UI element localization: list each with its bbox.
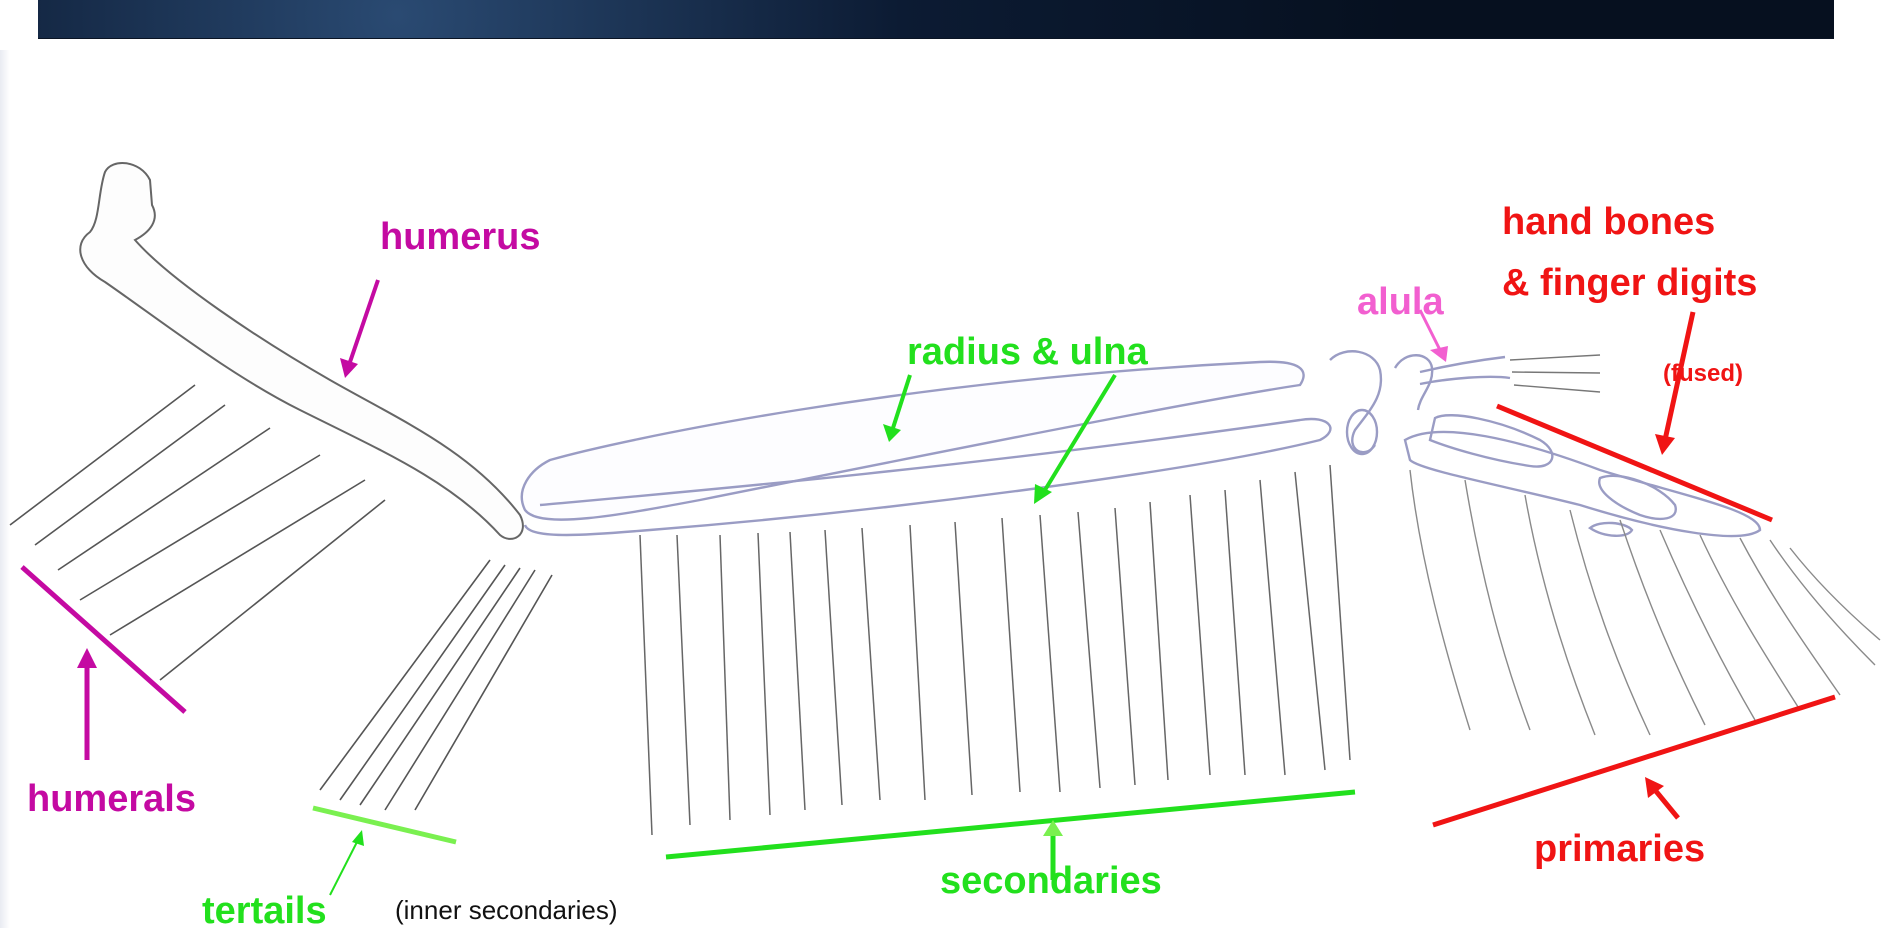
humerus-label: humerus	[380, 218, 540, 256]
tertails-label: tertails	[202, 892, 327, 930]
humerals-bracket	[22, 567, 185, 760]
alula-label: alula	[1357, 283, 1444, 321]
fused-label: (fused)	[1663, 362, 1743, 386]
forearm-bones	[522, 351, 1432, 535]
humerals-label: humerals	[27, 780, 196, 818]
radius-ulna-label: radius & ulna	[907, 333, 1148, 371]
tertails-bracket	[313, 808, 456, 842]
tertial-feathers	[320, 560, 552, 810]
primary-feathers	[1410, 470, 1880, 735]
primaries-label: primaries	[1534, 830, 1705, 868]
hand-bones-label: hand bones	[1502, 203, 1715, 241]
hand-bracket	[1497, 312, 1772, 520]
primaries-bracket	[1433, 697, 1835, 825]
tertails-arrow	[330, 830, 364, 895]
inner-secondaries-label: (inner secondaries)	[395, 897, 618, 923]
humerus-arrow	[340, 280, 378, 378]
secondaries-label: secondaries	[940, 862, 1162, 900]
finger-digits-label: & finger digits	[1502, 264, 1757, 302]
humeral-feathers	[10, 385, 385, 680]
